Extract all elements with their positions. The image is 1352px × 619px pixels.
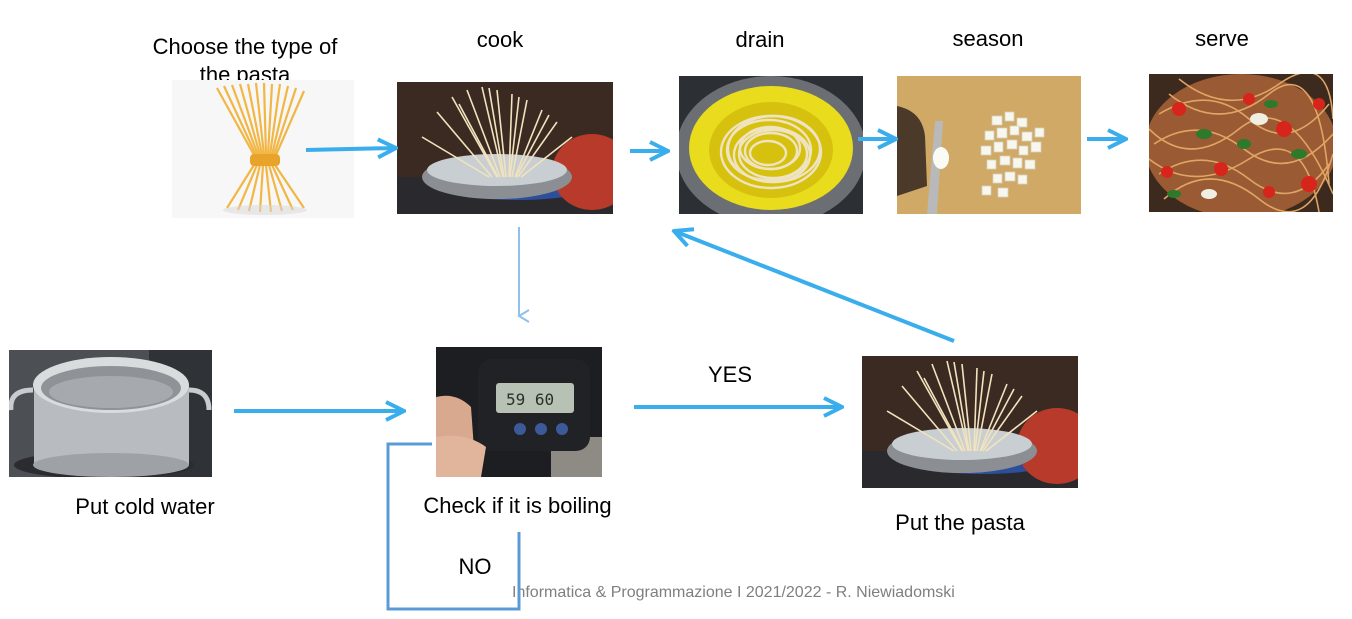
label-put-cold-water: Put cold water [75, 494, 215, 519]
timer-display: 59 60 [506, 390, 554, 409]
timer-icon: 59 60 [436, 347, 602, 477]
label-put-pasta: Put the pasta [895, 510, 1025, 535]
label-serve: serve [1195, 26, 1249, 51]
label-drain: drain [735, 27, 785, 52]
label-choose: Choose the type of the pasta [152, 34, 338, 87]
label-no: NO [458, 554, 492, 579]
label-yes: YES [707, 362, 753, 387]
pasta-pot-icon [397, 82, 613, 214]
chopped-garlic-icon [897, 76, 1081, 214]
label-check-boiling: Check if it is boiling [423, 493, 612, 518]
colander-icon [679, 76, 863, 214]
arrow-pasta-to-drain [674, 231, 955, 343]
arrow-no-loop [386, 442, 521, 611]
water-pot-icon [9, 350, 212, 477]
label-cook: cook [476, 27, 524, 52]
label-season: season [952, 26, 1024, 51]
footer-credit: Informatica & Programmazione I 2021/2022… [512, 584, 955, 601]
pasta-dish-icon [1149, 74, 1333, 212]
arrow-choose-to-cook [305, 148, 396, 150]
pasta-pot-icon [862, 356, 1078, 488]
